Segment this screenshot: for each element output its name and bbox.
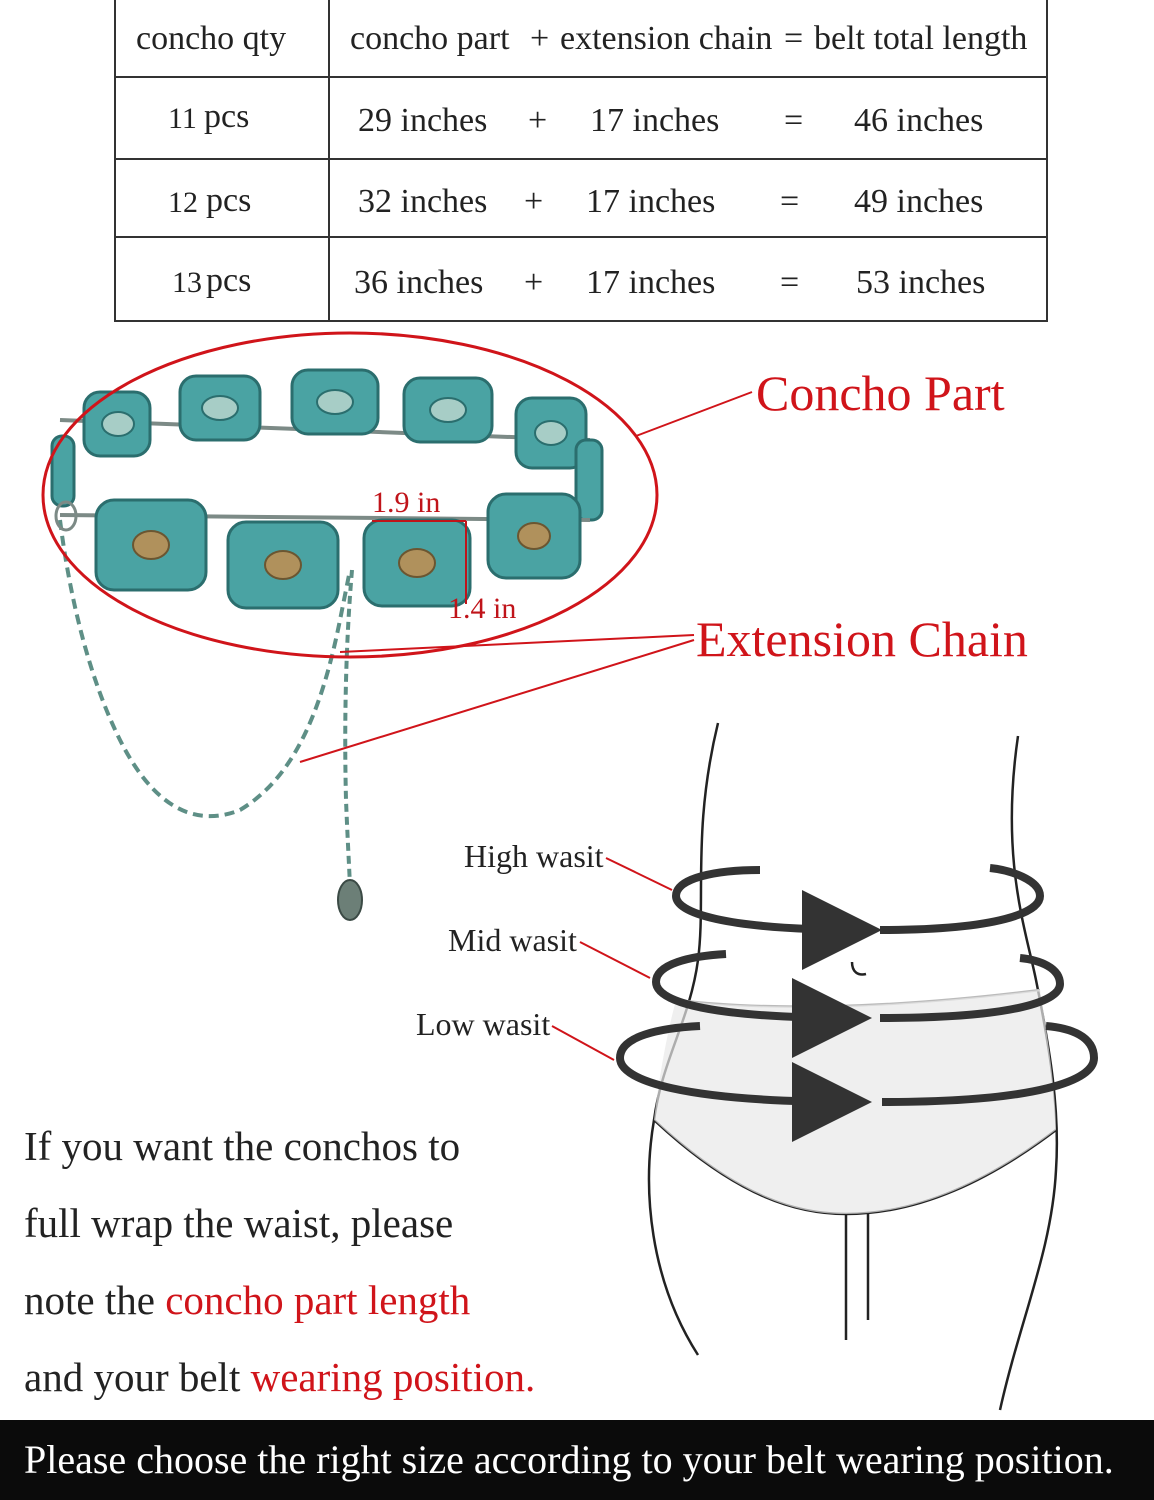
waist-rings xyxy=(615,864,1099,1106)
concho-part-leader xyxy=(635,391,753,437)
row-extension-chain: 17 inches xyxy=(590,102,720,139)
footer-banner: Please choose the right size according t… xyxy=(0,1420,1154,1500)
concho-part-outline xyxy=(41,331,659,659)
note-highlight-wearing-position: wearing position. xyxy=(250,1354,536,1400)
row-qty-number: 13 xyxy=(172,266,202,299)
row-concho-part: 32 inches xyxy=(358,183,488,220)
header-total-length: belt total length xyxy=(814,20,1028,57)
row-qty-unit: pcs xyxy=(206,182,252,219)
row-equals: = xyxy=(780,264,800,301)
lobster-clasp xyxy=(54,500,78,532)
row-total: 46 inches xyxy=(854,102,984,139)
chain-pendant xyxy=(337,879,363,921)
extension-chain-leader-upper xyxy=(339,634,695,653)
header-extension-chain: extension chain xyxy=(560,20,773,57)
belt-illustration xyxy=(41,331,1099,1411)
row-extension-chain: 17 inches xyxy=(586,183,716,220)
concho-front-centers xyxy=(132,522,551,580)
extension-chain xyxy=(58,519,354,891)
high-waist-label: High wasit xyxy=(464,838,604,874)
mid-waist-ring xyxy=(651,950,1065,1022)
note-line-4: and your belt wearing position. xyxy=(24,1339,624,1416)
row-total: 49 inches xyxy=(854,183,984,220)
row-plus: + xyxy=(524,264,544,301)
size-table: concho qty concho part + extension chain… xyxy=(114,0,1048,322)
concho-height-label: 1.4 in xyxy=(448,592,517,625)
row-concho-part: 36 inches xyxy=(354,264,484,301)
note-line-4-prefix: and your belt xyxy=(24,1354,251,1400)
note-line-1: If you want the conchos to xyxy=(24,1123,461,1169)
row-qty-unit: pcs xyxy=(206,262,252,299)
waist-pointers xyxy=(551,857,673,1061)
waist-arrows xyxy=(792,890,882,1142)
row-total: 53 inches xyxy=(856,264,986,301)
low-waist-label: Low wasit xyxy=(416,1006,551,1042)
header-equals: = xyxy=(784,20,804,57)
row-plus: + xyxy=(524,183,544,220)
mid-waist-label: Mid wasit xyxy=(448,922,577,958)
row-extension-chain: 17 inches xyxy=(586,264,716,301)
row-concho-part: 29 inches xyxy=(358,102,488,139)
header-qty: concho qty xyxy=(136,20,287,57)
row-plus: + xyxy=(528,102,548,139)
concho-width-label: 1.9 in xyxy=(372,486,441,519)
row-qty-number: 12 xyxy=(168,186,198,219)
note-line-2: full wrap the waist, please xyxy=(24,1200,454,1246)
row-equals: = xyxy=(784,102,804,139)
note-line-3: note the concho part length xyxy=(24,1262,624,1339)
header-plus: + xyxy=(530,20,550,57)
concho-back-centers xyxy=(101,389,568,446)
row-equals: = xyxy=(780,183,800,220)
low-waist-ring xyxy=(615,1022,1099,1106)
extension-chain-label: Extension Chain xyxy=(696,611,1028,667)
concho-part-label: Concho Part xyxy=(756,365,1005,421)
row-qty-number: 11 xyxy=(168,102,197,135)
row-qty-unit: pcs xyxy=(204,98,250,135)
note-highlight-concho-length: concho part length xyxy=(165,1277,471,1323)
high-waist-ring xyxy=(671,864,1045,934)
note-line-3-prefix: note the xyxy=(24,1277,166,1323)
extension-chain-leader-lower xyxy=(299,639,695,763)
header-concho-part: concho part xyxy=(350,20,510,57)
sizing-note: If you want the conchos to full wrap the… xyxy=(24,1108,624,1416)
